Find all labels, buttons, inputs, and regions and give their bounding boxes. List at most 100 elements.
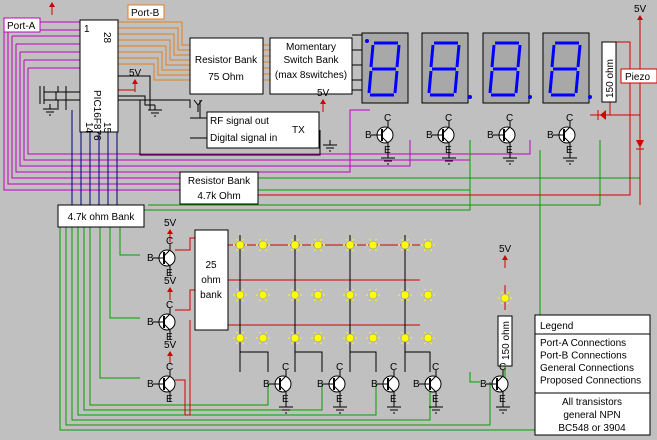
chip-ground: [118, 95, 155, 106]
supply-arrow: [167, 287, 173, 292]
legend-item: General Connections: [540, 363, 634, 374]
led-ray: [507, 291, 509, 294]
base-label: B: [371, 379, 378, 390]
matrix-column: [405, 351, 431, 372]
tx-label: TX: [292, 125, 305, 136]
transistor-collector: [429, 370, 437, 383]
supply-arrow: [320, 99, 326, 104]
legend-item: Port-B Connections: [540, 351, 627, 362]
transistor-collector: [163, 244, 171, 257]
led-ray: [320, 249, 322, 252]
transistor-emitter: [563, 136, 571, 153]
led: [258, 290, 268, 300]
transistor-collector: [163, 370, 171, 383]
led-ray: [352, 299, 354, 302]
led-ray: [259, 249, 261, 252]
general-wire: [65, 225, 491, 426]
digital-in-label: Digital signal in: [210, 133, 277, 144]
supply-arrow: [502, 255, 508, 260]
transistor-collector: [279, 370, 287, 383]
collector-label: C: [566, 113, 573, 124]
general-wire: [59, 150, 541, 431]
supply-5v-label: 5V: [499, 244, 512, 255]
transistor-emitter: [163, 385, 171, 402]
ohm-bank-25-line3: bank: [200, 290, 223, 301]
port-b-wire: [118, 21, 190, 46]
led-ray: [320, 299, 322, 302]
led-ray: [424, 331, 426, 334]
port-a-wire: [3, 22, 185, 191]
led: [313, 333, 323, 343]
emitter-label: E: [390, 394, 397, 405]
base-label: B: [413, 379, 420, 390]
segment: [516, 44, 522, 68]
led-ray: [346, 299, 348, 302]
led-ray: [265, 238, 267, 241]
segment: [393, 70, 399, 94]
ohm-bank-25-line1: 25: [205, 260, 217, 271]
switch-bank-line2: Switch Bank: [283, 55, 339, 66]
emitter-label: E: [336, 394, 343, 405]
led: [345, 333, 355, 343]
transistor-collector: [387, 370, 395, 383]
pin-28-label: 28: [101, 32, 112, 44]
led: [235, 240, 245, 250]
led-ray: [430, 299, 432, 302]
led-ray: [352, 288, 354, 291]
transistor-emitter: [387, 385, 395, 402]
pin-15-label: 15: [101, 122, 112, 134]
general-wire: [258, 180, 471, 191]
port-b-wire: [118, 51, 190, 71]
led: [368, 333, 378, 343]
led-ray: [236, 249, 238, 252]
led-ray: [320, 331, 322, 334]
transistor-emitter: [496, 385, 504, 402]
led-ray: [369, 299, 371, 302]
base-label: B: [426, 130, 433, 141]
led-ray: [407, 249, 409, 252]
led-ray: [297, 331, 299, 334]
general-wire: [119, 225, 140, 256]
led-ray: [407, 299, 409, 302]
led-ray: [352, 249, 354, 252]
led-ray: [346, 342, 348, 345]
general-wire: [99, 225, 140, 379]
chip-wire: [125, 99, 191, 108]
led-ray: [291, 249, 293, 252]
ohm-bank-25-line2: ohm: [201, 275, 220, 286]
led-ray: [314, 342, 316, 345]
led-ray: [236, 238, 238, 241]
led-ray: [369, 249, 371, 252]
matrix-column: [350, 351, 377, 372]
resistor-150-bottom: [497, 315, 513, 367]
led: [290, 333, 300, 343]
led-ray: [501, 302, 503, 305]
led-ray: [407, 288, 409, 291]
led-ray: [297, 249, 299, 252]
transistor-collector: [163, 308, 171, 321]
emitter-label: E: [282, 394, 289, 405]
led-ray: [320, 342, 322, 345]
led: [345, 290, 355, 300]
led-ray: [297, 299, 299, 302]
led-ray: [265, 342, 267, 345]
emitter-label: E: [166, 268, 173, 279]
port-b-wire: [118, 45, 190, 66]
segment: [576, 44, 582, 68]
segment: [395, 44, 401, 68]
led-ray: [424, 288, 426, 291]
led: [258, 333, 268, 343]
transistor-emitter: [429, 385, 437, 402]
legend-note-line1: All transistors: [562, 397, 622, 408]
led: [423, 333, 433, 343]
led-ray: [242, 288, 244, 291]
led-ray: [369, 342, 371, 345]
led-ray: [346, 238, 348, 241]
resistor-bank-47k: [179, 171, 259, 205]
legend-box: [534, 314, 651, 394]
resistor-bank-47k-value: 4.7k Ohm: [197, 191, 240, 202]
supply-5v-label: 5V: [317, 88, 330, 99]
supply-arrow: [167, 351, 173, 356]
resistor-150-top: [601, 41, 617, 103]
led-ray: [314, 299, 316, 302]
